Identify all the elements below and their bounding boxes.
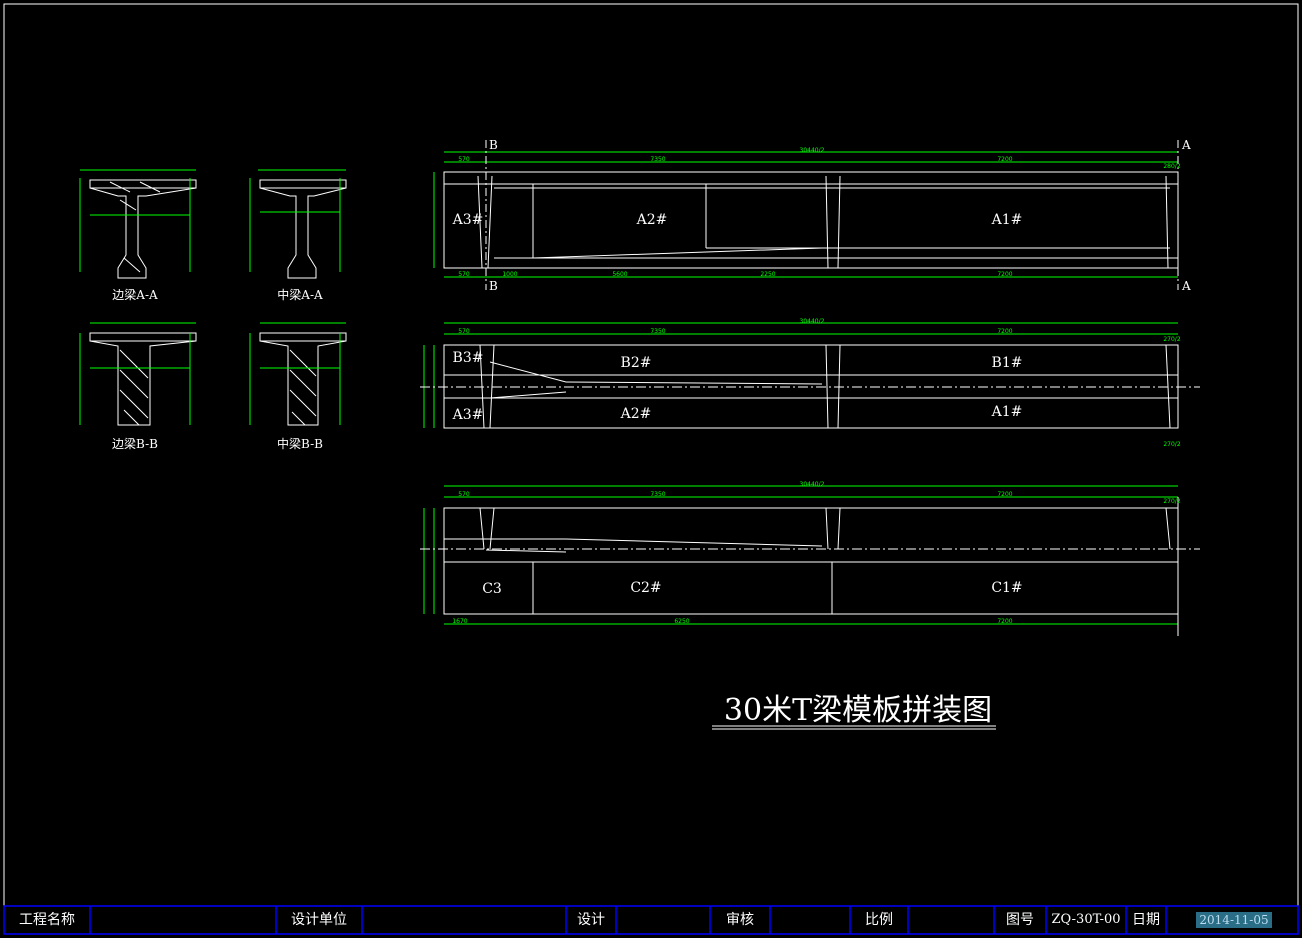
web-outline <box>259 340 347 426</box>
flange <box>259 179 347 189</box>
drawing-no-value: ZQ-30T-00 <box>1051 912 1121 927</box>
flange <box>89 332 197 342</box>
diaphragm <box>479 507 495 550</box>
elevation-c <box>420 485 1200 636</box>
project-name-label: 工程名称 <box>19 912 75 928</box>
dim: 7350 <box>650 156 665 163</box>
scale-label: 比例 <box>865 912 893 928</box>
panel-label: C3 <box>482 581 502 597</box>
diaphragm <box>1165 175 1169 269</box>
flange <box>89 179 197 189</box>
dim: 2250 <box>760 271 775 278</box>
marker-b-bottom: B <box>489 279 498 293</box>
dim: 270/2 <box>1163 498 1180 505</box>
dim: 570 <box>458 328 470 335</box>
taper-line <box>489 361 567 383</box>
diaphragm <box>479 344 495 429</box>
hatch <box>289 349 317 426</box>
web-outline <box>259 187 347 279</box>
dim: 7350 <box>650 328 665 335</box>
taper-line <box>489 391 567 399</box>
web-outline <box>89 340 197 426</box>
section-zhong-aa <box>249 169 347 279</box>
marker-a-bottom: A <box>1181 279 1191 293</box>
diaphragm <box>1165 344 1171 429</box>
diaphragm <box>1165 507 1171 550</box>
panel-label: B2# <box>621 355 652 371</box>
dim: 270/2 <box>1163 336 1180 343</box>
elevation-a <box>433 140 1179 290</box>
diaphragm <box>825 344 841 429</box>
diaphragm <box>825 175 841 269</box>
dim: 5600 <box>612 271 627 278</box>
dim: 280/2 <box>1163 163 1180 170</box>
panel-label: A3# <box>452 407 484 423</box>
panel-label: A1# <box>991 212 1023 228</box>
panel-label: A1# <box>991 404 1023 420</box>
panel-label: B1# <box>992 355 1023 371</box>
marker-a-top: A <box>1181 138 1191 152</box>
dim: 1670 <box>452 618 467 625</box>
taper-line <box>485 549 567 553</box>
panel-label: A3# <box>452 212 484 228</box>
section-bian-aa <box>79 169 197 279</box>
dim: 270/2 <box>1163 441 1180 448</box>
reviewer-label: 审核 <box>726 912 754 928</box>
panel-label: A2# <box>636 212 668 228</box>
dim-total: 30440/2 <box>800 147 825 154</box>
dim: 6250 <box>674 618 689 625</box>
taper-line <box>565 538 823 547</box>
section-bian-bb <box>79 322 197 426</box>
beam-outline <box>443 507 1179 615</box>
design-unit-label: 设计单位 <box>291 912 347 928</box>
date-label: 日期 <box>1132 912 1160 928</box>
diaphragm <box>825 507 841 550</box>
hatch <box>109 181 161 273</box>
label-bian-bb: 边梁B-B <box>112 436 158 451</box>
elevation-b <box>420 322 1200 429</box>
date-value[interactable]: 2014-11-05 <box>1196 912 1272 928</box>
designer-label: 设计 <box>577 912 605 928</box>
drawing-title: 30米T梁模板拼装图 <box>724 693 992 728</box>
outer-frame <box>3 3 1299 935</box>
panel-label: A2# <box>620 406 652 422</box>
diaphragm <box>477 175 493 269</box>
dim: 7200 <box>997 271 1012 278</box>
section-zhong-bb <box>249 322 347 426</box>
dim: 570 <box>458 156 470 163</box>
web-outline <box>89 187 197 279</box>
dim: 570 <box>458 491 470 498</box>
dim-total: 30440/2 <box>800 481 825 488</box>
taper-line <box>532 247 823 259</box>
marker-b-top: B <box>489 138 498 152</box>
title-block-frame <box>3 905 1299 935</box>
hatch <box>119 349 149 426</box>
dim: 570 <box>458 271 470 278</box>
flange <box>259 332 347 342</box>
dim: 7200 <box>997 491 1012 498</box>
title-block-grid <box>3 905 1299 935</box>
panel-label: C2# <box>630 580 661 596</box>
beam-outline <box>443 171 1179 269</box>
panel-label: C1# <box>991 580 1022 596</box>
dim: 1000 <box>502 271 517 278</box>
dim: 7350 <box>650 491 665 498</box>
drawing-no-label: 图号 <box>1006 912 1034 928</box>
dim: 7200 <box>997 156 1012 163</box>
dim: 7200 <box>997 328 1012 335</box>
taper-line <box>565 381 823 385</box>
label-zhong-aa: 中梁A-A <box>277 287 323 302</box>
label-zhong-bb: 中梁B-B <box>277 436 323 451</box>
dim: 7200 <box>997 618 1012 625</box>
dim-total: 30440/2 <box>800 318 825 325</box>
panel-label: B3# <box>453 350 484 366</box>
label-bian-aa: 边梁A-A <box>112 287 158 302</box>
